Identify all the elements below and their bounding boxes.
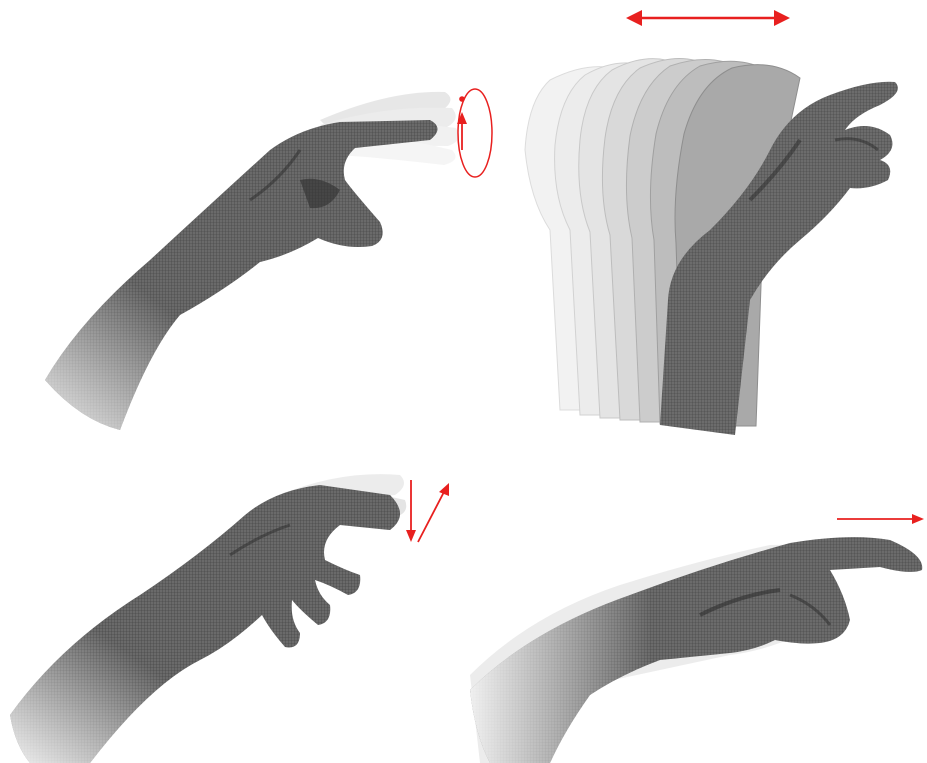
hand-mesh-pointing [10, 485, 400, 763]
right-arrow-icon [837, 514, 924, 524]
panel-forward-push [470, 445, 927, 763]
down-arrow-icon [406, 480, 416, 542]
panel-finger-flick [0, 445, 470, 763]
hand-mesh-pointing [45, 120, 438, 430]
diagonal-up-arrow-icon [418, 483, 449, 542]
panel-fingertip-rotation [0, 0, 500, 445]
rotation-annotation [457, 89, 492, 177]
double-headed-arrow-icon [626, 10, 790, 26]
panel-lateral-sweep [500, 0, 927, 445]
pivot-dot-icon [459, 96, 465, 102]
rotation-ellipse-icon [458, 89, 492, 177]
